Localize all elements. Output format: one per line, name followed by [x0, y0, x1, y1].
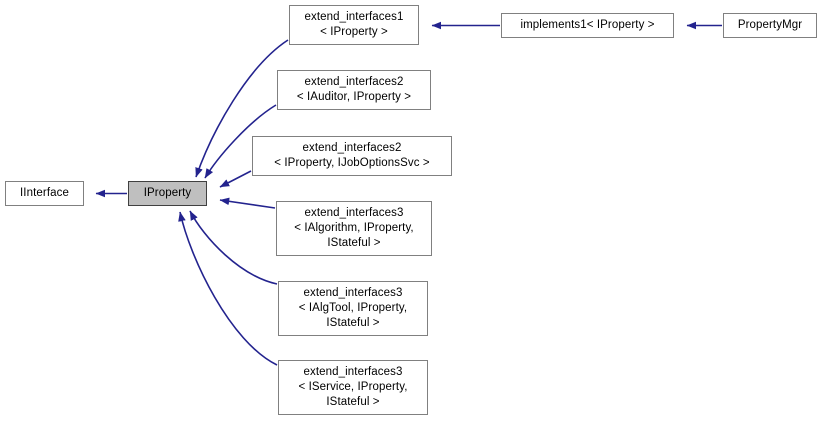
node-iproperty-label: IProperty [143, 187, 192, 199]
node-iinterface-label: IInterface [20, 187, 69, 199]
node-extend-interfaces3-iservice-label: extend_interfaces3 < IService, IProperty… [298, 366, 408, 408]
node-extend-interfaces1-iproperty[interactable]: extend_interfaces1 < IProperty > [289, 5, 419, 45]
node-extend-interfaces2-iproperty-ijoboptionssvc-label: extend_interfaces2 < IProperty, IJobOpti… [274, 142, 430, 169]
edge-extend3-iservice-to-iproperty [178, 211, 278, 366]
node-implements1-iproperty[interactable]: implements1< IProperty > [501, 13, 674, 38]
node-extend-interfaces3-ialgtool[interactable]: extend_interfaces3 < IAlgTool, IProperty… [278, 281, 428, 336]
node-extend-interfaces3-ialgorithm[interactable]: extend_interfaces3 < IAlgorithm, IProper… [276, 201, 432, 256]
node-implements1-iproperty-label: implements1< IProperty > [520, 19, 655, 31]
node-extend-interfaces3-iservice[interactable]: extend_interfaces3 < IService, IProperty… [278, 360, 428, 415]
node-extend-interfaces3-ialgorithm-label: extend_interfaces3 < IAlgorithm, IProper… [294, 207, 414, 249]
node-extend-interfaces2-iproperty-ijoboptionssvc[interactable]: extend_interfaces2 < IProperty, IJobOpti… [252, 136, 452, 176]
node-extend-interfaces1-iproperty-label: extend_interfaces1 < IProperty > [304, 11, 404, 38]
node-extend-interfaces3-ialgtool-label: extend_interfaces3 < IAlgTool, IProperty… [298, 287, 408, 329]
edge-extend2-ijoboptionssvc-to-iproperty [219, 170, 252, 188]
node-propertymgr-label: PropertyMgr [737, 19, 803, 31]
node-extend-interfaces2-iauditor-iproperty-label: extend_interfaces2 < IAuditor, IProperty… [296, 76, 412, 103]
edge-extend3-ialgorithm-to-iproperty [219, 197, 276, 209]
edge-extend3-ialgtool-to-iproperty [189, 210, 278, 285]
node-iproperty[interactable]: IProperty [128, 181, 207, 206]
node-iinterface[interactable]: IInterface [5, 181, 84, 206]
node-propertymgr[interactable]: PropertyMgr [723, 13, 817, 38]
node-extend-interfaces2-iauditor-iproperty[interactable]: extend_interfaces2 < IAuditor, IProperty… [277, 70, 431, 110]
